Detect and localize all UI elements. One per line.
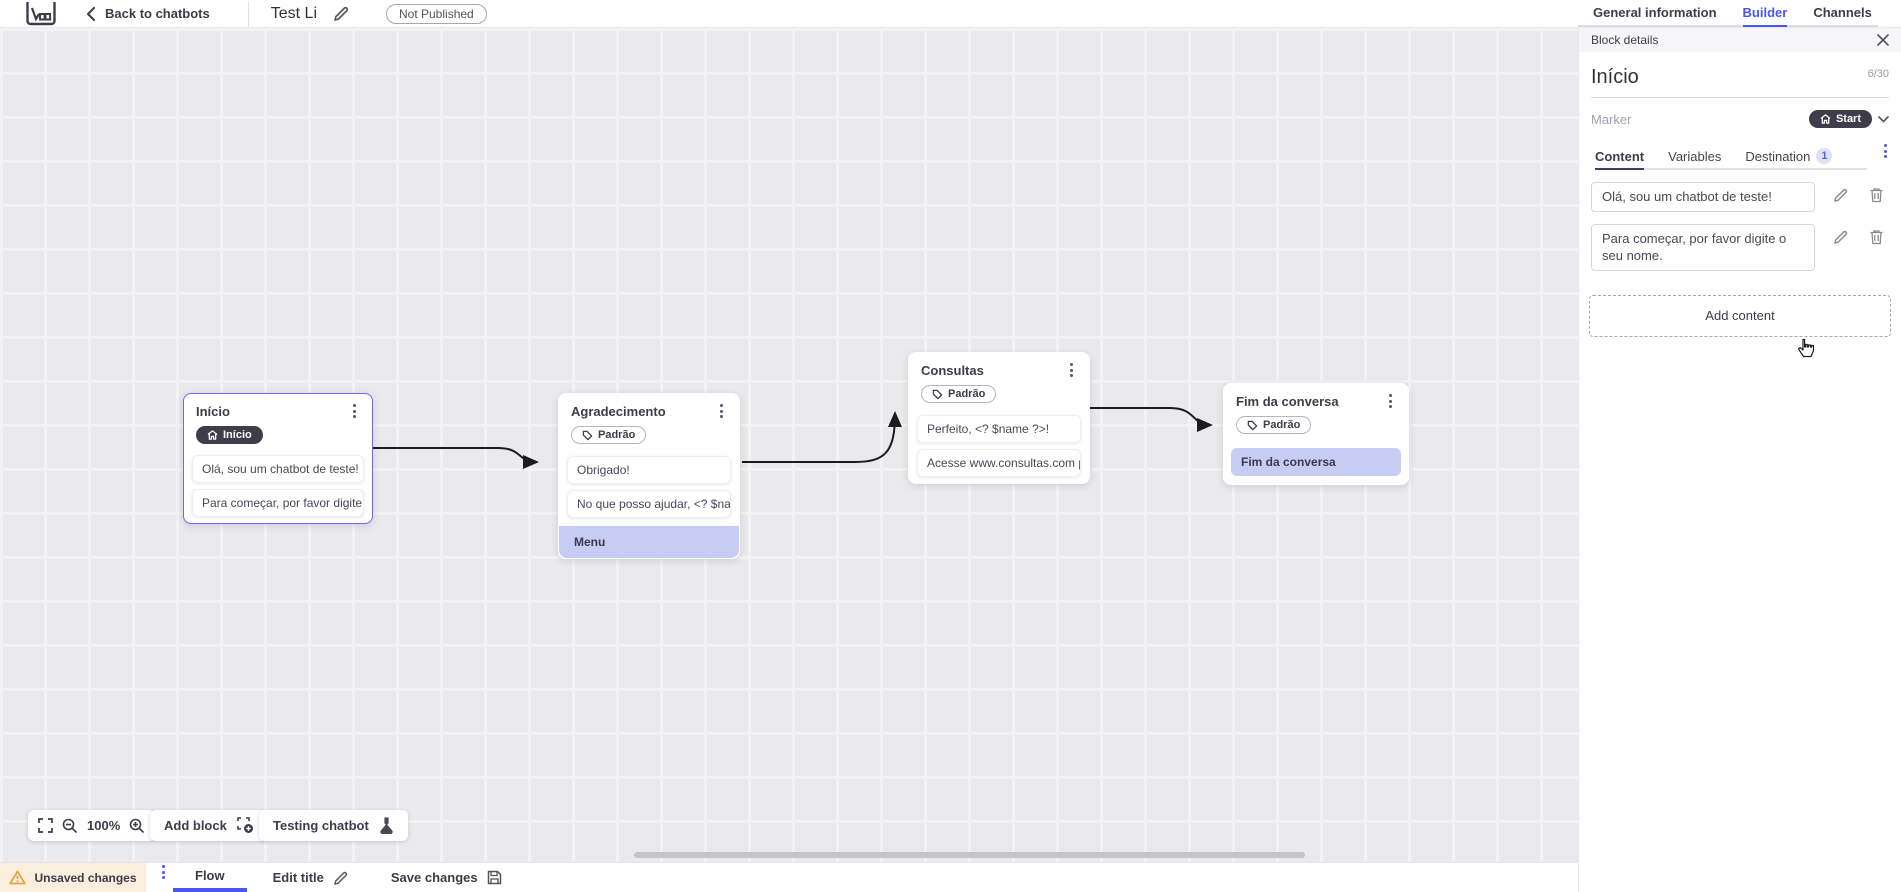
block-details-panel: Block details Início 6/30 Marker Start C…: [1578, 28, 1901, 892]
bottom-bar: Unsaved changes Flow Edit title Save cha…: [0, 862, 1578, 892]
name-char-counter: 6/30: [1867, 68, 1889, 80]
publish-status-badge: Not Published: [386, 3, 487, 24]
delete-message-trash-icon[interactable]: [1869, 187, 1884, 203]
warning-icon: [9, 870, 27, 885]
back-to-chatbots-button[interactable]: Back to chatbots: [86, 6, 210, 21]
unsaved-changes-label: Unsaved changes: [34, 870, 137, 885]
start-marker-badge: Start: [1808, 110, 1872, 128]
tag-icon: [1247, 420, 1258, 430]
zoom-level: 100%: [87, 818, 121, 833]
content-message-row: Olá, sou um chatbot de teste!: [1591, 182, 1889, 213]
panel-kebab-icon[interactable]: [1880, 142, 1891, 160]
node-message-item[interactable]: Perfeito, <? $name ?>!: [917, 414, 1081, 443]
node-message-item[interactable]: Acesse www.consultas.com par...: [917, 448, 1081, 477]
tag-icon: [932, 389, 943, 399]
message-text-box[interactable]: Para começar, por favor digite o seu nom…: [1591, 224, 1815, 271]
flow-node-consultas[interactable]: Consultas Padrão Perfeito, <? $name ?>! …: [908, 352, 1090, 484]
flow-node-agradecimento[interactable]: Agradecimento Padrão Obrigado! No que po…: [558, 393, 740, 559]
message-text-box[interactable]: Olá, sou um chatbot de teste!: [1591, 182, 1815, 213]
edit-title-label: Edit title: [272, 870, 324, 885]
default-marker-badge: Padrão: [571, 426, 647, 444]
edit-message-pencil-icon[interactable]: [1833, 229, 1849, 245]
topbar-divider: [247, 0, 249, 27]
node-menu-kebab-icon[interactable]: [349, 402, 360, 420]
zoom-in-icon[interactable]: [129, 818, 145, 834]
zoom-out-icon[interactable]: [62, 818, 78, 834]
node-message-item[interactable]: Olá, sou um chatbot de teste!: [192, 455, 364, 483]
back-label: Back to chatbots: [105, 6, 210, 21]
tag-icon: [582, 430, 593, 440]
chatbot-title: Test Li: [270, 4, 317, 22]
block-name-field[interactable]: Início 6/30: [1591, 66, 1889, 98]
node-menu-kebab-icon[interactable]: [1066, 361, 1077, 379]
save-changes-label: Save changes: [390, 870, 478, 885]
tab-builder[interactable]: Builder: [1742, 0, 1788, 27]
node-menu-item[interactable]: Fim da conversa: [1231, 447, 1401, 476]
node-menu-kebab-icon[interactable]: [1385, 392, 1396, 410]
tab-flow[interactable]: Flow: [173, 863, 247, 892]
edit-title-button[interactable]: Edit title: [273, 863, 349, 892]
flow-node-fim-da-conversa[interactable]: Fim da conversa Padrão Fim da conversa: [1223, 383, 1409, 485]
home-icon: [1820, 114, 1831, 124]
tab-destination[interactable]: Destination 1: [1745, 144, 1833, 170]
start-marker-badge: Início: [196, 426, 263, 444]
flask-icon: [379, 817, 394, 834]
app-logo-icon: [26, 1, 56, 26]
marker-row: Marker Start: [1591, 110, 1889, 128]
panel-tabs: Content Variables Destination 1: [1595, 144, 1867, 170]
node-title: Fim da conversa: [1236, 393, 1339, 409]
tab-variables[interactable]: Variables: [1668, 148, 1722, 164]
add-block-button[interactable]: Add block: [150, 810, 268, 841]
tab-channels[interactable]: Channels: [1813, 5, 1872, 20]
marker-label: Marker: [1591, 111, 1632, 127]
edit-message-pencil-icon[interactable]: [1833, 187, 1849, 203]
node-message-item[interactable]: Para começar, por favor digite o ...: [192, 489, 364, 517]
node-menu-kebab-icon[interactable]: [716, 402, 727, 420]
add-block-label: Add block: [164, 818, 227, 833]
node-title: Início: [196, 403, 230, 419]
canvas-horizontal-scrollbar[interactable]: [634, 852, 1305, 858]
top-bar: Back to chatbots Test Li Not Published G…: [0, 0, 1901, 28]
marker-select[interactable]: Start: [1808, 110, 1889, 128]
node-menu-item[interactable]: Menu: [559, 525, 739, 558]
bottombar-kebab-icon[interactable]: [158, 863, 169, 892]
destination-count-badge: 1: [1816, 148, 1833, 164]
tab-general-information[interactable]: General information: [1593, 5, 1717, 20]
node-message-item[interactable]: Obrigado!: [567, 455, 731, 484]
home-icon: [207, 430, 218, 440]
builder-nav-tabs: General information Builder Channels: [1578, 0, 1878, 27]
default-marker-badge: Padrão: [921, 385, 997, 403]
back-icon: [86, 6, 95, 21]
node-title: Agradecimento: [571, 403, 666, 419]
save-changes-button[interactable]: Save changes: [391, 863, 502, 892]
tab-content[interactable]: Content: [1595, 144, 1645, 170]
node-message-item[interactable]: No que posso ajudar, <? $name ...: [567, 489, 731, 518]
edit-title-pencil-icon[interactable]: [333, 5, 350, 22]
panel-header-title: Block details: [1591, 33, 1659, 47]
block-name-value: Início: [1591, 66, 1639, 88]
delete-message-trash-icon[interactable]: [1869, 229, 1884, 245]
add-block-icon: [237, 817, 254, 834]
node-title: Consultas: [921, 362, 984, 378]
save-icon: [487, 870, 501, 885]
panel-header: Block details: [1579, 28, 1901, 52]
flow-node-inicio[interactable]: Início Início Olá, sou um chatbot de tes…: [183, 393, 373, 524]
default-marker-badge: Padrão: [1236, 416, 1312, 434]
fullscreen-icon[interactable]: [38, 818, 53, 833]
edit-pencil-icon: [334, 871, 348, 885]
close-icon[interactable]: [1877, 34, 1889, 46]
flow-canvas[interactable]: Início Início Olá, sou um chatbot de tes…: [0, 28, 1578, 862]
unsaved-changes-status: Unsaved changes: [0, 863, 146, 892]
testing-chatbot-label: Testing chatbot: [273, 818, 369, 833]
chevron-down-icon: [1878, 115, 1889, 123]
content-message-row: Para começar, por favor digite o seu nom…: [1591, 224, 1889, 271]
add-content-button[interactable]: Add content: [1589, 294, 1891, 337]
zoom-controls: 100%: [28, 810, 156, 841]
testing-chatbot-button[interactable]: Testing chatbot: [259, 810, 408, 841]
